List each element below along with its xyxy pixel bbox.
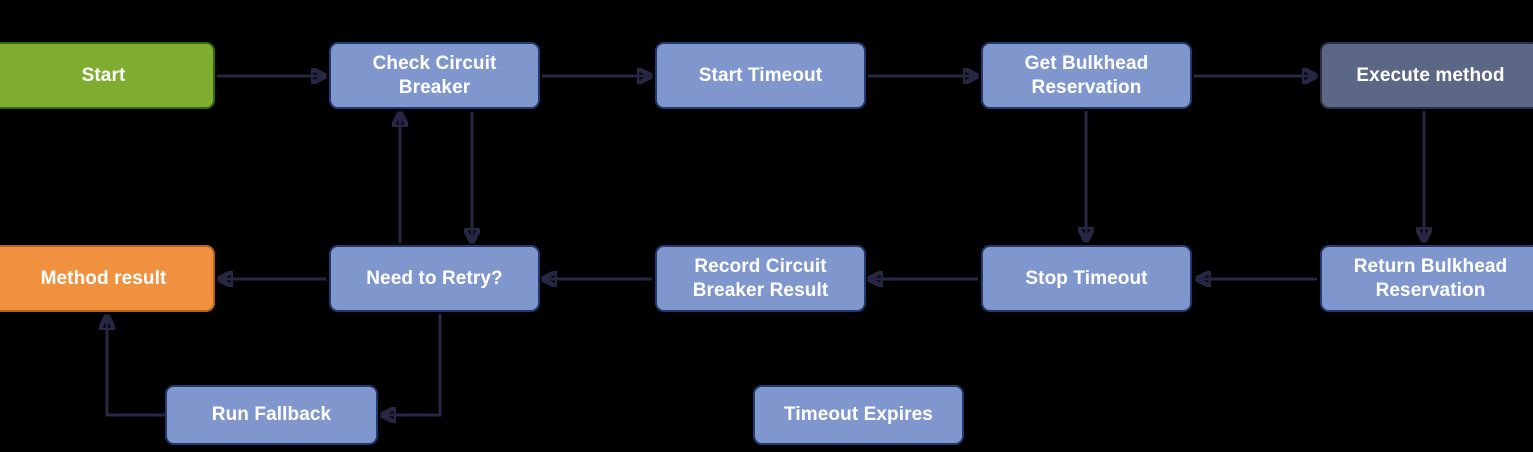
node-return-bulkhead-reservation[interactable]: Return Bulkhead Reservation bbox=[1320, 245, 1533, 312]
node-get-bulkhead-reservation-label: Get Bulkhead Reservation bbox=[1024, 52, 1149, 98]
node-timeout-expires-label: Timeout Expires bbox=[784, 404, 933, 426]
node-record-circuit-breaker-result[interactable]: Record Circuit Breaker Result bbox=[655, 245, 866, 312]
node-check-circuit-breaker-label: Check Circuit Breaker bbox=[372, 52, 497, 98]
node-stop-timeout-label: Stop Timeout bbox=[1025, 267, 1148, 289]
node-run-fallback-label: Run Fallback bbox=[211, 404, 332, 426]
node-method-result-label: Method result bbox=[40, 267, 167, 289]
edge-run-fallback-to-method-result bbox=[107, 316, 165, 417]
node-execute-method[interactable]: Execute method bbox=[1320, 42, 1533, 109]
node-start-label: Start bbox=[81, 64, 126, 86]
node-start[interactable]: Start bbox=[0, 42, 215, 109]
node-start-timeout[interactable]: Start Timeout bbox=[655, 42, 866, 109]
node-check-circuit-breaker[interactable]: Check Circuit Breaker bbox=[329, 42, 540, 109]
node-get-bulkhead-reservation[interactable]: Get Bulkhead Reservation bbox=[981, 42, 1192, 109]
node-method-result[interactable]: Method result bbox=[0, 245, 215, 312]
node-need-to-retry[interactable]: Need to Retry? bbox=[329, 245, 540, 312]
edge-need-to-retry-to-run-fallback bbox=[382, 314, 442, 415]
node-record-circuit-breaker-result-label: Record Circuit Breaker Result bbox=[692, 255, 829, 301]
node-start-timeout-label: Start Timeout bbox=[698, 64, 823, 86]
node-need-to-retry-label: Need to Retry? bbox=[366, 267, 503, 289]
node-execute-method-label: Execute method bbox=[1356, 64, 1505, 86]
node-return-bulkhead-reservation-label: Return Bulkhead Reservation bbox=[1353, 255, 1508, 301]
node-timeout-expires[interactable]: Timeout Expires bbox=[753, 385, 964, 445]
node-run-fallback[interactable]: Run Fallback bbox=[165, 385, 378, 445]
node-stop-timeout[interactable]: Stop Timeout bbox=[981, 245, 1192, 312]
